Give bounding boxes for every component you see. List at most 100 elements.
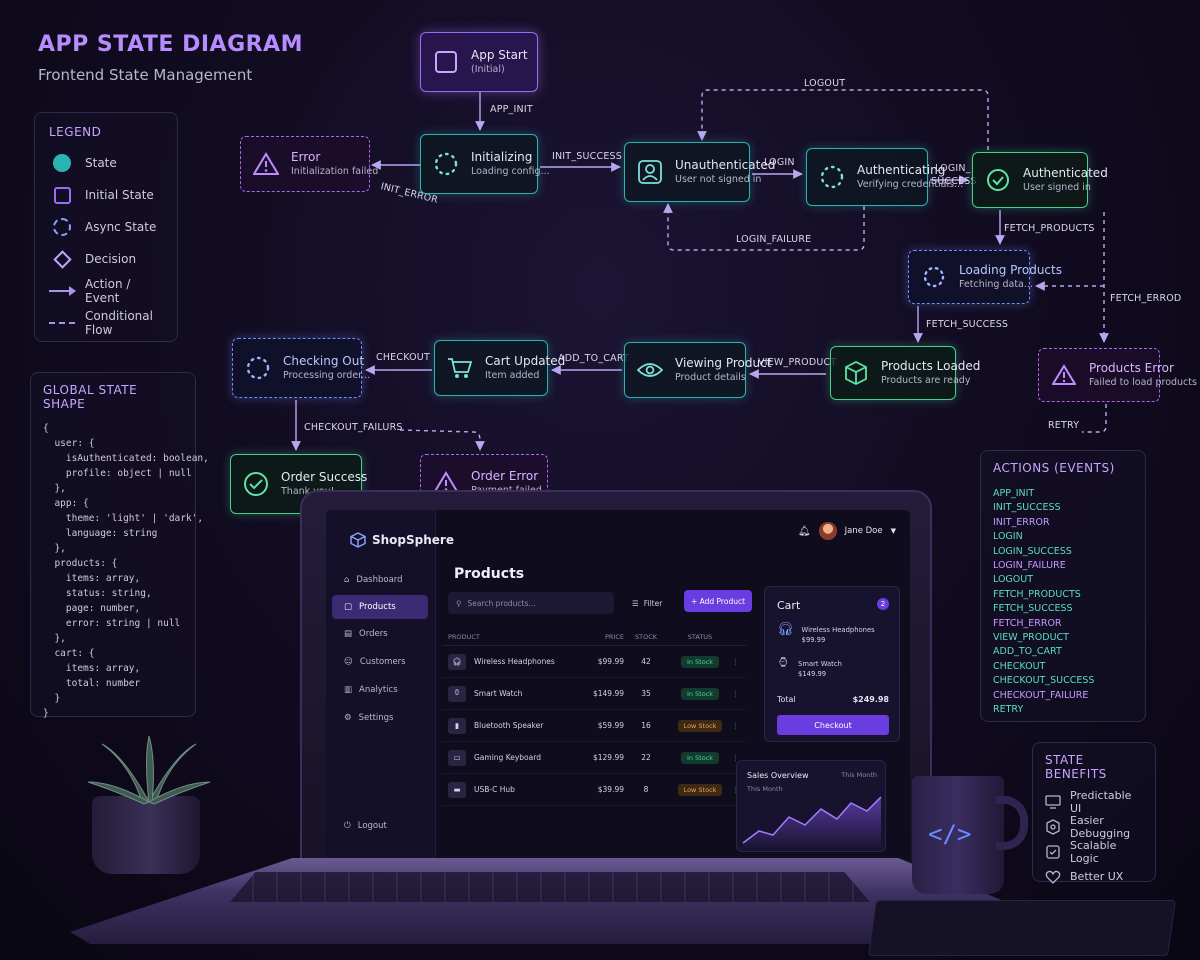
checkout-button[interactable]: Checkout bbox=[777, 715, 889, 735]
code-line: cart: { bbox=[43, 648, 95, 659]
nav-item-dashboard[interactable]: ⌂Dashboard bbox=[332, 568, 428, 592]
actions-title: ACTIONS (EVENTS) bbox=[993, 461, 1115, 475]
nav-item-customers[interactable]: ☺Customers bbox=[332, 650, 428, 674]
product-name: Gaming Keyboard bbox=[474, 753, 541, 762]
nav-label: Products bbox=[359, 602, 396, 612]
cart-item[interactable]: ⌚︎ Smart Watch$149.99 bbox=[777, 656, 842, 679]
filter-button[interactable]: ☰Filter bbox=[632, 592, 662, 614]
benefits-panel: STATE BENEFITS Predictable UI Easier Deb… bbox=[1032, 742, 1156, 884]
status-cell: In Stock bbox=[668, 751, 732, 764]
speaker-icon: ▮ bbox=[448, 717, 466, 734]
nav-item-settings[interactable]: ⚙Settings bbox=[332, 706, 428, 730]
benefit-item: Predictable UI bbox=[1045, 789, 1143, 815]
status-badge: Low Stock bbox=[677, 719, 723, 732]
sales-range[interactable]: This Month bbox=[841, 771, 877, 779]
benefits-title: STATE BENEFITS bbox=[1045, 753, 1107, 781]
more-options-icon[interactable]: ⋮ bbox=[732, 657, 740, 666]
table-header: PRODUCT PRICE STOCK STATUS bbox=[442, 628, 746, 646]
nav-item-products[interactable]: ▢Products bbox=[332, 595, 428, 619]
more-options-icon[interactable]: ⋮ bbox=[732, 753, 740, 762]
code-line: }, bbox=[43, 483, 66, 494]
more-options-icon[interactable]: ⋮ bbox=[732, 689, 740, 698]
node-sub: User not signed in bbox=[675, 174, 762, 185]
edge-label-login-success-2: SUCCESS bbox=[931, 176, 977, 187]
action-item: RETRY bbox=[993, 704, 1024, 716]
nav-label: Orders bbox=[359, 629, 388, 639]
headphones-icon: 🎧︎ bbox=[448, 653, 466, 670]
code-line: theme: 'light' | 'dark', bbox=[43, 513, 204, 524]
edge-logout bbox=[697, 89, 989, 150]
action-item: CHECKOUT_FAILURE bbox=[993, 689, 1089, 701]
legend-item-state: State bbox=[49, 147, 163, 179]
initial-state-icon bbox=[431, 47, 461, 77]
code-line: } bbox=[43, 708, 49, 719]
eye-icon bbox=[635, 355, 665, 385]
column-header[interactable]: STOCK bbox=[634, 632, 657, 641]
node-app-start[interactable]: App Start(Initial) bbox=[420, 32, 538, 92]
laptop-keyboard bbox=[230, 872, 870, 902]
cart-item[interactable]: 🎧︎ Wireless Headphones$99.99 bbox=[777, 623, 875, 645]
action-item: ADD_TO_CART bbox=[993, 646, 1062, 658]
node-sub: Item added bbox=[485, 370, 540, 381]
monitor-icon bbox=[1045, 794, 1061, 809]
action-item: APP_INIT bbox=[993, 488, 1035, 499]
column-header[interactable]: STATUS bbox=[687, 632, 713, 641]
product-price: $129.99 bbox=[592, 753, 624, 762]
add-product-button[interactable]: + Add Product bbox=[684, 590, 752, 612]
node-label: Viewing Product bbox=[675, 356, 772, 370]
code-line: error: string | null bbox=[43, 618, 181, 629]
search-input[interactable]: ⚲ Search products... bbox=[448, 592, 614, 614]
code-line: }, bbox=[43, 543, 66, 554]
document-icon: ▤ bbox=[344, 629, 353, 639]
watch-icon: ⌚︎ bbox=[777, 656, 791, 671]
nav-item-orders[interactable]: ▤ Orders bbox=[332, 622, 428, 646]
diagram-title: APP STATE DIAGRAM bbox=[38, 32, 303, 57]
node-sub: Failed to load products bbox=[1089, 377, 1197, 388]
bell-icon[interactable]: 🔔︎ bbox=[797, 525, 811, 537]
legend-label: Async State bbox=[85, 220, 157, 234]
nav-item-analytics[interactable]: ▥Analytics bbox=[332, 678, 428, 702]
column-header[interactable]: PRICE bbox=[605, 632, 624, 641]
watch-icon: ⌚︎ bbox=[448, 685, 466, 702]
user-menu[interactable]: 🔔︎ Jane Doe ▼ bbox=[798, 522, 896, 540]
code-line: products: { bbox=[43, 558, 118, 569]
more-options-icon[interactable]: ⋮ bbox=[732, 721, 740, 730]
benefit-label: Better UX bbox=[1070, 870, 1124, 883]
edge-label-fetch-success: FETCH_SUCCESS bbox=[926, 319, 1009, 330]
edge-label-app-init: APP_INIT bbox=[490, 104, 533, 115]
user-icon bbox=[635, 157, 665, 187]
edge-label-logout: LOGOUT bbox=[804, 78, 846, 89]
action-item: LOGOUT bbox=[993, 574, 1034, 586]
logout-button[interactable]: ⏻Logout bbox=[332, 814, 428, 838]
more-options-icon[interactable]: ⋮ bbox=[732, 785, 746, 794]
filter-label: Filter bbox=[643, 598, 663, 608]
legend-item-action: Action / Event bbox=[49, 275, 163, 307]
bar-chart-icon: ▥ bbox=[344, 685, 353, 695]
edge-label-fetch-products: FETCH_PRODUCTS bbox=[1004, 223, 1095, 234]
status-badge: In Stock bbox=[680, 751, 720, 764]
cart-total-label: Total bbox=[777, 695, 796, 704]
column-header[interactable]: PRODUCT bbox=[448, 632, 480, 641]
node-sub: Thank you! bbox=[281, 486, 335, 497]
code-line: page: number, bbox=[43, 603, 141, 614]
product-name: USB-C Hub bbox=[474, 785, 515, 794]
edge-label-view-product: VIEW_PRODUCT bbox=[758, 357, 837, 368]
